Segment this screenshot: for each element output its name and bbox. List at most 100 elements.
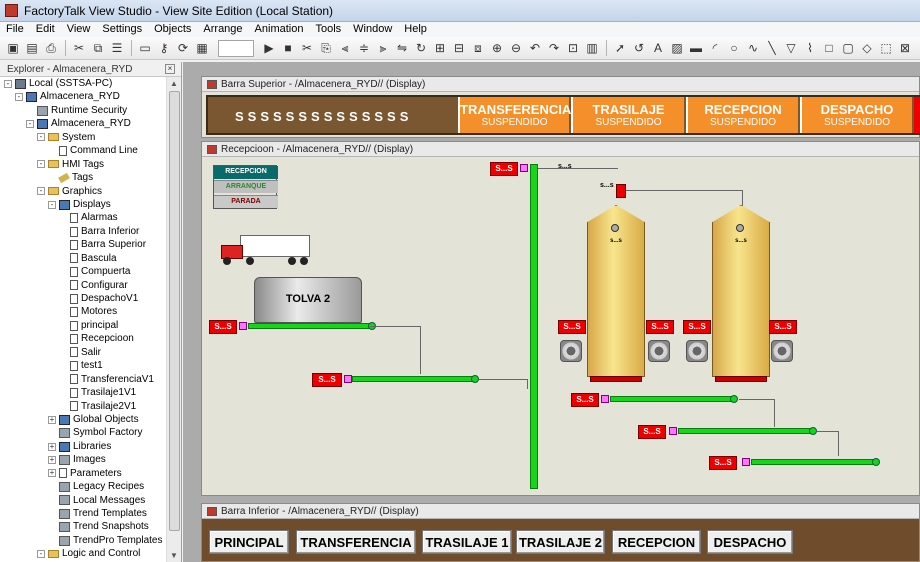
despacho-status-block[interactable]: DESPACHO SUSPENDIDO: [800, 97, 912, 133]
stop-icon[interactable]: ■: [284, 41, 292, 55]
tree-node[interactable]: -Displays: [0, 198, 166, 211]
tree-node[interactable]: Alarmas: [0, 211, 166, 224]
close-icon[interactable]: ×: [165, 64, 175, 74]
tree-node[interactable]: -HMI Tags: [0, 158, 166, 171]
conveyor-start-button[interactable]: [669, 427, 677, 435]
tree-node[interactable]: Motores: [0, 305, 166, 318]
aeration-fan-icon[interactable]: [771, 340, 793, 362]
rectangle-icon[interactable]: □: [825, 41, 833, 55]
collapse-icon[interactable]: -: [4, 79, 12, 88]
conveyor-start-button[interactable]: [344, 375, 352, 383]
tree-node[interactable]: Bascula: [0, 252, 166, 265]
group-icon[interactable]: ⊞: [434, 41, 446, 55]
tree-node[interactable]: Trend Snapshots: [0, 520, 166, 533]
ungroup-icon[interactable]: ⊟: [453, 41, 465, 55]
rotate-tool-icon[interactable]: ↺: [633, 41, 645, 55]
nav-trasilaje2-button[interactable]: TRASILAJE 2: [516, 530, 605, 554]
text-icon[interactable]: A: [653, 41, 662, 55]
aeration-fan-icon[interactable]: [648, 340, 670, 362]
collapse-icon[interactable]: -: [15, 93, 23, 102]
tree-node[interactable]: +Images: [0, 453, 166, 466]
zoom-field[interactable]: [218, 39, 254, 57]
monitor-icon[interactable]: ▭: [139, 41, 151, 55]
align-left-icon[interactable]: ⫷: [341, 40, 349, 55]
grid-icon[interactable]: ▦: [196, 41, 208, 55]
tree-node[interactable]: Trend Templates: [0, 507, 166, 520]
menu-settings[interactable]: Settings: [102, 23, 143, 35]
collapse-icon[interactable]: -: [37, 160, 45, 169]
menu-view[interactable]: View: [66, 23, 91, 35]
motor-status-ss[interactable]: S...S: [209, 320, 237, 334]
aeration-fan-icon[interactable]: [686, 340, 708, 362]
menu-objects[interactable]: Objects: [154, 23, 192, 35]
elevator-status-ss[interactable]: S...S: [490, 162, 518, 176]
rounded-rectangle-icon[interactable]: ▢: [842, 41, 854, 55]
new-display-icon[interactable]: ▣: [7, 41, 19, 55]
polygon-icon[interactable]: ▽: [786, 41, 796, 55]
aeration-fan-icon[interactable]: [560, 340, 582, 362]
tree-node[interactable]: Tags: [0, 171, 166, 184]
tree-node[interactable]: Barra Inferior: [0, 225, 166, 238]
motor-status-ss[interactable]: S...S: [571, 393, 599, 407]
motor-status-ss[interactable]: S...S: [312, 373, 342, 387]
button-icon[interactable]: ⬚: [880, 41, 892, 55]
recepcion-status-block[interactable]: RECEPCION SUSPENDIDO: [686, 97, 798, 133]
expand-icon[interactable]: +: [48, 454, 56, 464]
freehand-icon[interactable]: ∿: [747, 41, 759, 55]
front-icon[interactable]: ⧈: [474, 40, 482, 55]
transferencia-status-block[interactable]: TRANSFERENCIA SUSPENDIDO: [458, 97, 571, 133]
redo-icon[interactable]: ↷: [548, 41, 560, 55]
scroll-down-icon[interactable]: ▼: [170, 551, 178, 560]
tree-node[interactable]: Local Messages: [0, 494, 166, 507]
cut-icon[interactable]: ✂: [73, 41, 85, 55]
image-icon[interactable]: ▨: [671, 41, 683, 55]
barra-superior-titlebar[interactable]: Barra Superior - /Almacenera_RYD// (Disp…: [202, 77, 919, 92]
tree-node[interactable]: -Almacenera_RYD: [0, 90, 166, 103]
menu-tools[interactable]: Tools: [315, 23, 342, 35]
zoom-out-icon[interactable]: ⊖: [510, 41, 522, 55]
menu-window[interactable]: Window: [353, 23, 393, 35]
barra-inferior-titlebar[interactable]: Barra Inferior - /Almacenera_RYD// (Disp…: [202, 504, 919, 519]
tree-node[interactable]: -Logic and Control: [0, 547, 166, 560]
silo-1-right-ss[interactable]: S...S: [646, 320, 674, 334]
conveyor-start-button[interactable]: [742, 458, 750, 466]
expand-icon[interactable]: +: [48, 468, 56, 478]
conveyor-start-button[interactable]: [239, 322, 247, 330]
trasilaje-status-block[interactable]: TRASILAJE SUSPENDIDO: [571, 97, 684, 133]
menu-arrange[interactable]: Arrange: [203, 23, 243, 35]
menu-file[interactable]: File: [6, 23, 24, 35]
legend-parada[interactable]: PARADA: [214, 195, 278, 208]
line-icon[interactable]: ╲: [768, 41, 776, 55]
collapse-icon[interactable]: -: [37, 133, 45, 142]
tree-node[interactable]: +Global Objects: [0, 413, 166, 426]
expand-icon[interactable]: +: [48, 414, 56, 424]
ellipse-icon[interactable]: ○: [730, 41, 738, 55]
nav-principal-button[interactable]: PRINCIPAL: [209, 530, 289, 554]
scroll-up-icon[interactable]: ▲: [170, 79, 178, 88]
tree-node[interactable]: TransferenciaV1: [0, 373, 166, 386]
arc-icon[interactable]: ◜: [712, 41, 718, 55]
refresh-icon[interactable]: ⟳: [177, 41, 189, 55]
legend-arranque[interactable]: ARRANQUE: [214, 180, 278, 193]
tree-node[interactable]: Trasilaje1V1: [0, 386, 166, 399]
collapse-icon[interactable]: -: [48, 200, 56, 209]
elevator-start-button[interactable]: [520, 164, 528, 172]
wedge-icon[interactable]: ◇: [862, 41, 872, 55]
expand-icon[interactable]: +: [48, 441, 56, 451]
tree-node[interactable]: +Libraries: [0, 440, 166, 453]
menu-animation[interactable]: Animation: [254, 23, 304, 35]
tree-node[interactable]: Barra Superior: [0, 238, 166, 251]
nav-transferencia-button[interactable]: TRANSFERENCIA: [296, 530, 416, 554]
distribution-valve[interactable]: [616, 184, 626, 198]
cut2-icon[interactable]: ✂: [301, 41, 313, 55]
copy-icon[interactable]: ⧉: [93, 40, 103, 55]
silo-1-left-ss[interactable]: S...S: [558, 320, 586, 334]
tree-node[interactable]: -Local (SSTSA-PC): [0, 77, 166, 90]
tree-node[interactable]: principal: [0, 319, 166, 332]
tree-node[interactable]: Recepcioon: [0, 332, 166, 345]
tree-node[interactable]: Salir: [0, 346, 166, 359]
recepcion-titlebar[interactable]: Recepcioon - /Almacenera_RYD// (Display): [202, 142, 919, 157]
more-tools-icon[interactable]: ⊠: [899, 41, 911, 55]
conveyor-start-button[interactable]: [601, 395, 609, 403]
tree-node[interactable]: -System: [0, 131, 166, 144]
